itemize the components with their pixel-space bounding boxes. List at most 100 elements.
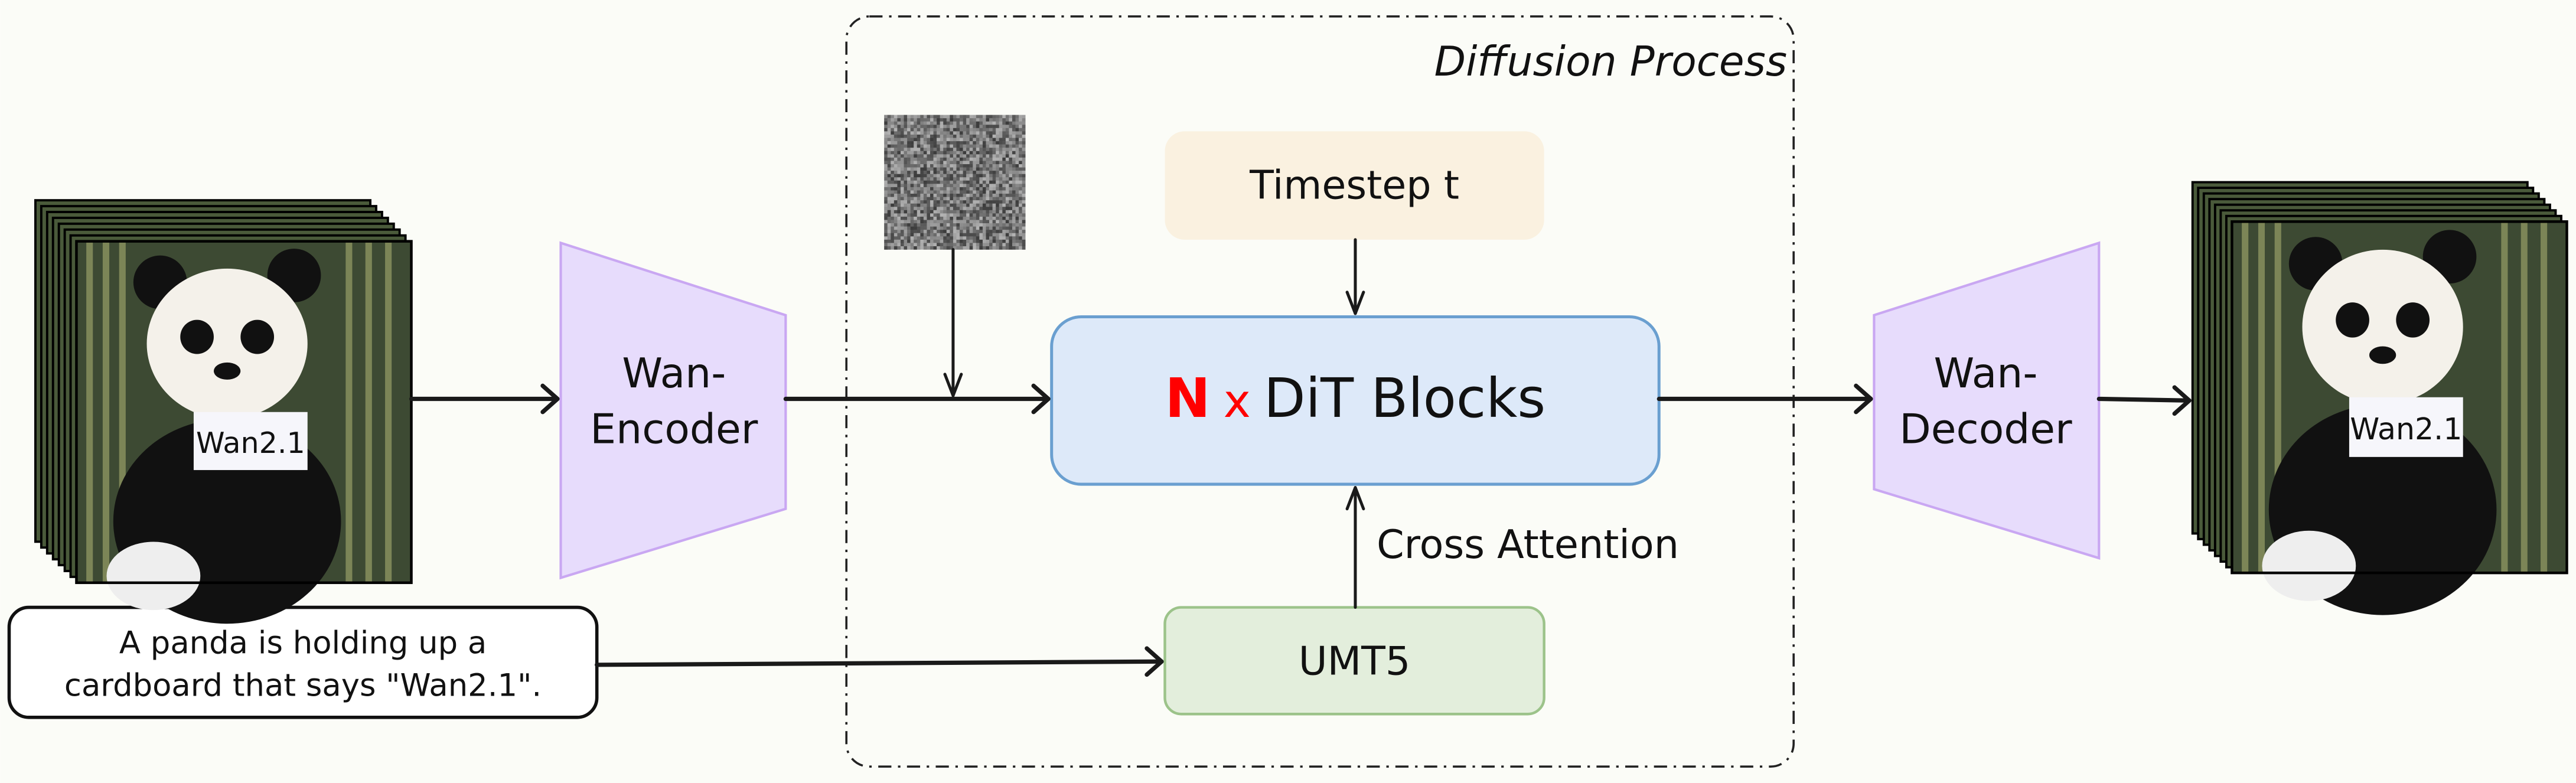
noise-pixel xyxy=(992,223,996,227)
noise-pixel xyxy=(940,184,944,188)
noise-pixel xyxy=(923,203,927,207)
noise-pixel xyxy=(917,239,921,243)
noise-pixel xyxy=(956,121,960,125)
prompt-line-2: cardboard that says "Wan2.1". xyxy=(64,668,542,704)
noise-pixel xyxy=(989,134,993,138)
noise-pixel xyxy=(960,216,963,220)
noise-pixel xyxy=(1012,216,1016,220)
noise-pixel xyxy=(946,210,950,214)
noise-pixel xyxy=(937,236,940,240)
noise-pixel xyxy=(999,148,1003,152)
noise-pixel xyxy=(910,190,914,194)
noise-pixel xyxy=(986,194,990,197)
noise-pixel xyxy=(923,216,927,220)
noise-pixel xyxy=(1009,233,1013,237)
noise-pixel xyxy=(982,151,986,155)
noise-pixel xyxy=(887,223,891,227)
noise-pixel xyxy=(891,213,895,217)
noise-pixel xyxy=(953,243,957,247)
noise-pixel xyxy=(884,115,888,119)
noise-pixel xyxy=(966,125,970,129)
noise-pixel xyxy=(969,184,973,188)
noise-pixel xyxy=(904,171,908,174)
noise-pixel xyxy=(973,174,977,178)
noise-pixel xyxy=(891,220,895,224)
noise-pixel xyxy=(1002,246,1006,250)
noise-pixel xyxy=(956,226,960,230)
noise-pixel xyxy=(1002,184,1006,188)
noise-pixel xyxy=(1002,154,1006,158)
noise-pixel xyxy=(914,180,918,184)
noise-pixel xyxy=(986,131,990,135)
noise-pixel xyxy=(1012,154,1016,158)
noise-pixel xyxy=(884,164,888,168)
noise-pixel xyxy=(999,157,1003,161)
noise-pixel xyxy=(891,154,895,158)
noise-pixel xyxy=(996,246,1000,250)
noise-pixel xyxy=(992,194,996,197)
noise-pixel xyxy=(907,157,911,161)
noise-pixel xyxy=(996,134,1000,138)
noise-pixel xyxy=(1019,197,1022,201)
noise-pixel xyxy=(946,171,950,174)
noise-pixel xyxy=(933,174,937,178)
noise-pixel xyxy=(933,236,937,240)
noise-pixel xyxy=(960,161,963,165)
noise-pixel xyxy=(1022,134,1026,138)
diffusion-process-label: Diffusion Process xyxy=(1434,38,1787,86)
noise-pixel xyxy=(917,148,921,152)
noise-pixel xyxy=(914,207,918,211)
noise-pixel xyxy=(920,151,924,155)
noise-pixel xyxy=(923,131,927,135)
noise-pixel xyxy=(917,151,921,155)
noise-pixel xyxy=(887,177,891,181)
noise-pixel xyxy=(894,203,898,207)
noise-pixel xyxy=(887,184,891,188)
noise-pixel xyxy=(953,200,957,204)
noise-pixel xyxy=(1012,128,1016,132)
noise-pixel xyxy=(904,161,908,165)
noise-pixel xyxy=(953,125,957,129)
noise-pixel xyxy=(894,154,898,158)
noise-pixel xyxy=(1009,134,1013,138)
noise-pixel xyxy=(1019,203,1022,207)
noise-pixel xyxy=(930,216,934,220)
noise-pixel xyxy=(976,167,980,171)
noise-pixel xyxy=(943,243,947,247)
noise-pixel xyxy=(976,157,980,161)
noise-pixel xyxy=(920,144,924,148)
noise-pixel xyxy=(927,216,931,220)
noise-pixel xyxy=(999,151,1003,155)
noise-pixel xyxy=(946,184,950,188)
noise-pixel xyxy=(933,190,937,194)
noise-pixel xyxy=(950,174,954,178)
noise-pixel xyxy=(900,164,904,168)
noise-pixel xyxy=(963,236,967,240)
panda-belly xyxy=(106,541,201,611)
noise-pixel xyxy=(966,121,970,125)
noise-pixel xyxy=(1015,148,1019,152)
noise-pixel xyxy=(1015,167,1019,171)
noise-pixel xyxy=(979,213,983,217)
noise-pixel xyxy=(986,118,990,122)
noise-pixel xyxy=(953,210,957,214)
noise-pixel xyxy=(1022,177,1026,181)
noise-pixel xyxy=(963,128,967,132)
noise-pixel xyxy=(937,171,940,174)
cardboard-sign xyxy=(193,412,308,471)
noise-pixel xyxy=(986,128,990,132)
noise-pixel xyxy=(943,216,947,220)
noise-pixel xyxy=(963,213,967,217)
noise-pixel xyxy=(894,230,898,234)
noise-pixel xyxy=(992,121,996,125)
noise-pixel xyxy=(1019,180,1022,184)
noise-pixel xyxy=(891,190,895,194)
noise-pixel xyxy=(904,174,908,178)
noise-pixel xyxy=(920,236,924,240)
decoder-label-line1: Wan- xyxy=(1933,350,2037,397)
noise-pixel xyxy=(963,243,967,247)
noise-pixel xyxy=(940,210,944,214)
noise-pixel xyxy=(989,243,993,247)
noise-pixel xyxy=(897,220,901,224)
noise-pixel xyxy=(937,226,940,230)
